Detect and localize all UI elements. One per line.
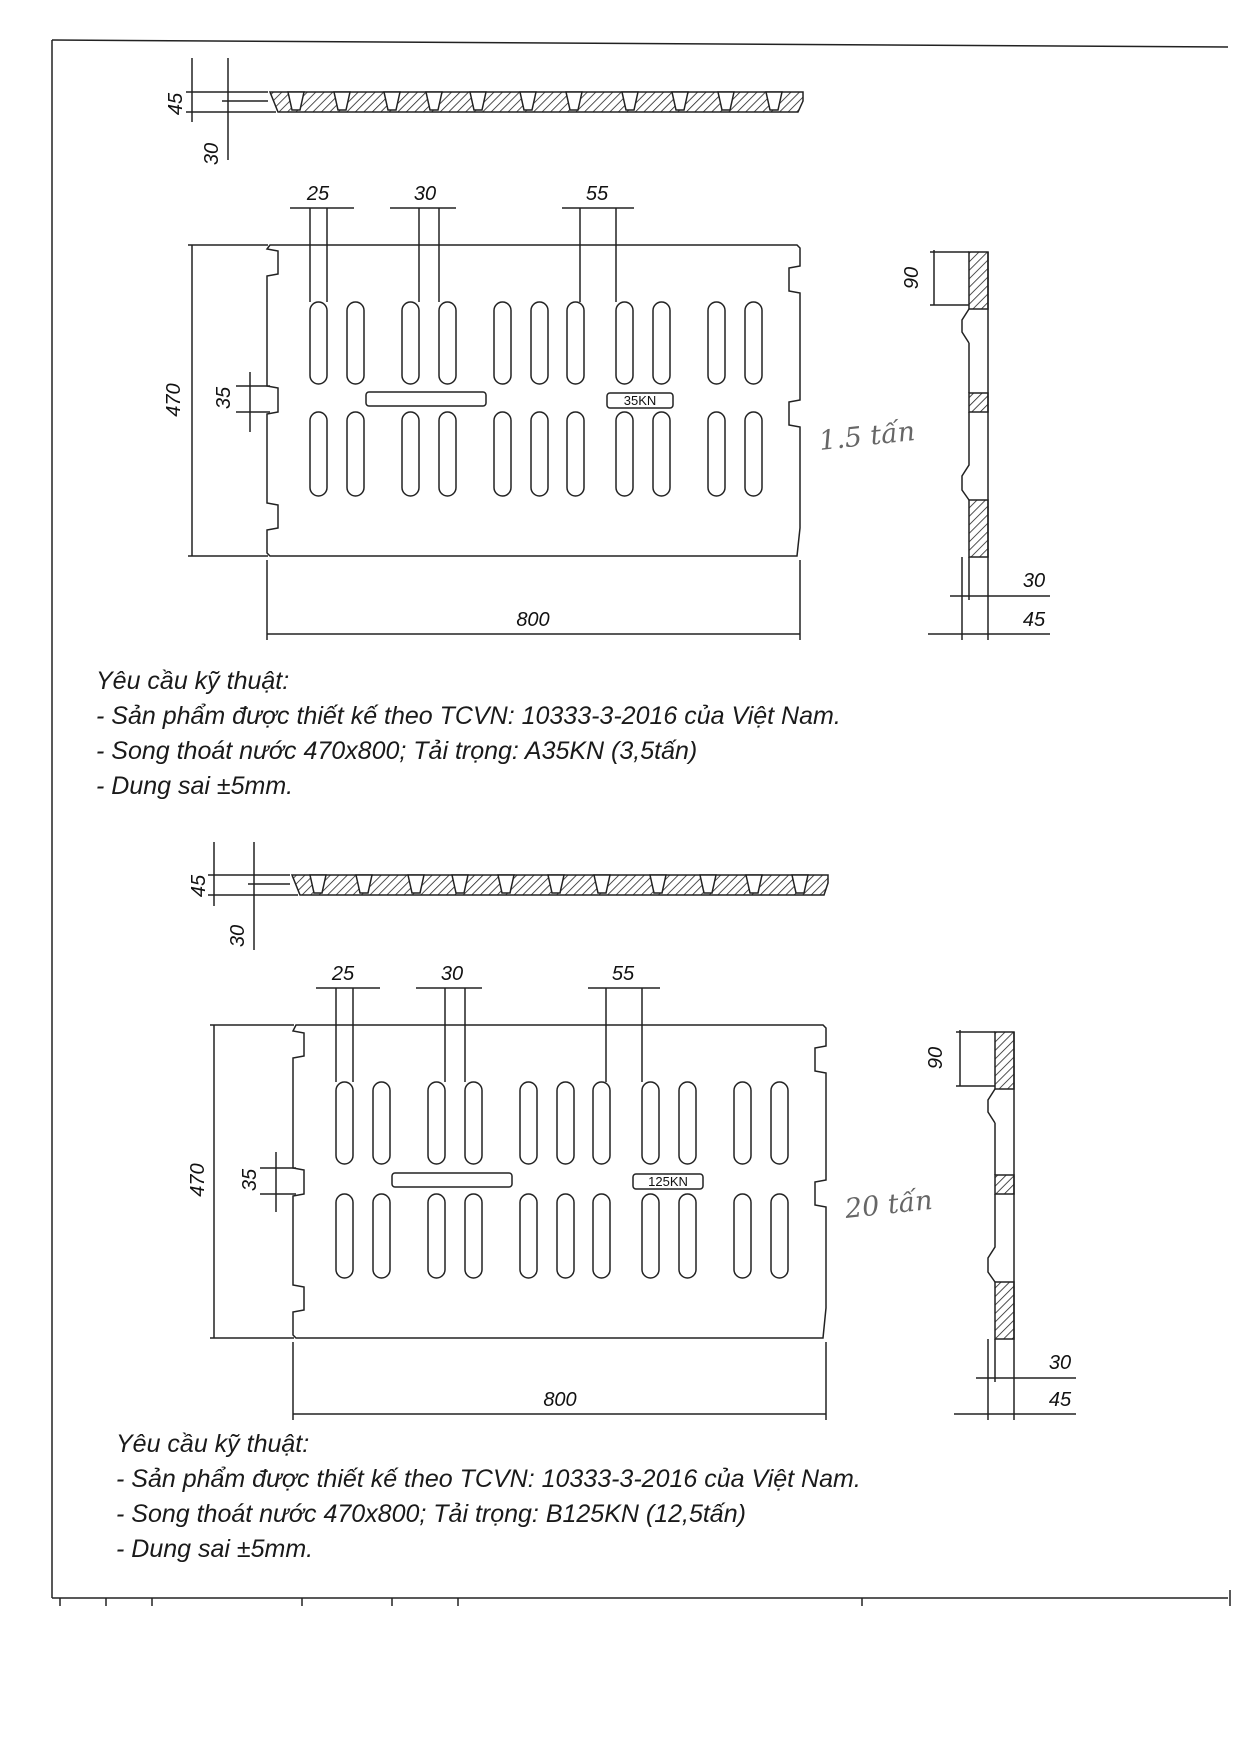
side-rib-label: 30 [1049, 1352, 1071, 1374]
page-frame [51, 39, 1231, 1606]
side-rib-label: 30 [1023, 570, 1045, 592]
bar-height-label: 35 [213, 386, 235, 409]
load-badge: 35KN [624, 393, 657, 408]
top-rib-label: 30 [227, 925, 249, 947]
top-thickness-label: 45 [165, 92, 187, 115]
side-top-label: 90 [925, 1047, 947, 1069]
plan-view [188, 207, 801, 640]
requirement-line: - Dung sai ±5mm. [96, 772, 294, 800]
height-label: 470 [163, 383, 185, 416]
top-thickness-label: 45 [188, 874, 210, 897]
side-top-label: 90 [901, 267, 923, 289]
requirements-heading: Yêu cầu kỹ thuật: [96, 667, 290, 695]
side-section-view [954, 1030, 1076, 1420]
top-rib-label: 30 [201, 143, 223, 165]
requirements-heading: Yêu cầu kỹ thuật: [116, 1430, 310, 1458]
requirement-line: - Song thoát nước 470x800; Tải trọng: A3… [96, 737, 698, 765]
top-section-view [208, 842, 829, 950]
side-thickness-label: 45 [1023, 609, 1046, 631]
requirement-line: - Dung sai ±5mm. [116, 1535, 314, 1563]
top-section-view [186, 58, 804, 160]
rib-width-label: 30 [414, 183, 436, 205]
requirement-line: - Sản phẩm được thiết kế theo TCVN: 1033… [96, 702, 841, 730]
height-label: 470 [187, 1163, 209, 1196]
requirement-line: - Sản phẩm được thiết kế theo TCVN: 1033… [116, 1465, 861, 1493]
load-badge: 125KN [648, 1174, 688, 1189]
rib-width-label: 30 [441, 963, 463, 985]
width-label: 800 [516, 609, 549, 631]
side-section-view [928, 250, 1050, 640]
slot-grid-2 [335, 1081, 789, 1279]
slot-pitch-label: 55 [586, 183, 609, 205]
slot-grid-1 [309, 301, 763, 497]
slot-pitch-label: 55 [612, 963, 635, 985]
requirements-block-2: Yêu cầu kỹ thuật: - Sản phẩm được thiết … [116, 1427, 1116, 1567]
plan-view [210, 987, 827, 1420]
width-label: 800 [543, 1389, 576, 1411]
handwritten-note: 1.5 tấn [817, 416, 916, 457]
drawing-2: 45 30 [187, 842, 1076, 1420]
drawing-1: 45 30 [163, 58, 1050, 640]
slot-width-label: 25 [306, 183, 330, 205]
requirement-line: - Song thoát nước 470x800; Tải trọng: B1… [116, 1500, 746, 1528]
slot-width-label: 25 [331, 963, 355, 985]
bar-height-label: 35 [239, 1168, 261, 1191]
handwritten-note: 20 tấn [842, 1185, 933, 1225]
side-thickness-label: 45 [1049, 1389, 1072, 1411]
requirements-block-1: Yêu cầu kỹ thuật: - Sản phẩm được thiết … [96, 664, 1096, 804]
